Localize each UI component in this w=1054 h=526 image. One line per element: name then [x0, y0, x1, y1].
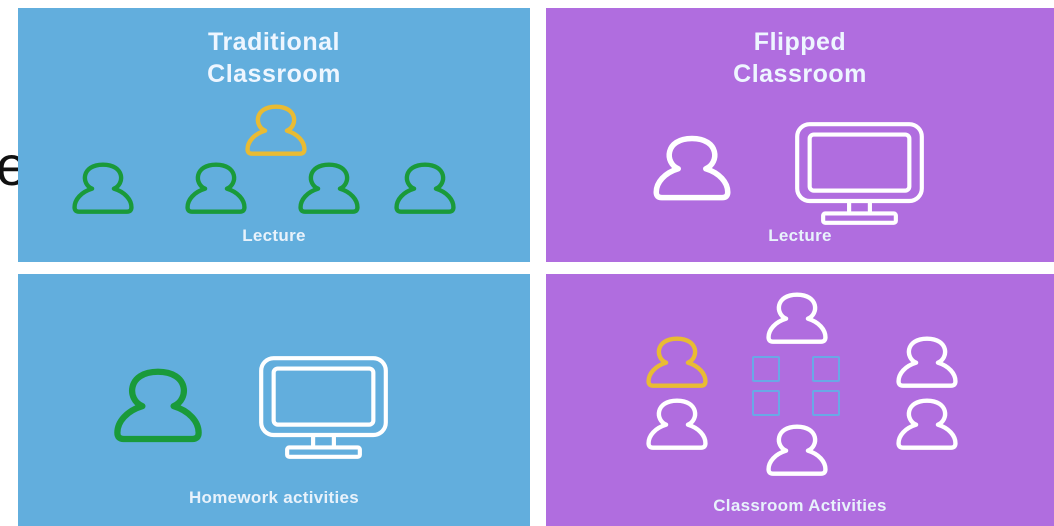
desk-tile [752, 356, 780, 382]
desk-tile [812, 390, 840, 416]
student-person-icon [108, 362, 208, 444]
homework-activities-label: Homework activities [188, 488, 360, 507]
teacher-person-icon [241, 100, 311, 157]
flipped-lecture-label: Lecture [768, 226, 832, 245]
student-person-icon [68, 158, 138, 215]
student-person-icon [648, 130, 736, 202]
flipped-activities-panel: Classroom Activities [546, 274, 1054, 526]
student-person-icon [762, 288, 832, 345]
traditional-classroom-title: Traditional Classroom [18, 26, 530, 90]
student-person-icon [642, 394, 712, 451]
student-person-icon [892, 394, 962, 451]
student-person-icon [892, 332, 962, 389]
computer-monitor-icon [792, 120, 927, 228]
flipped-lecture-panel: Flipped Classroom Lecture [546, 8, 1054, 262]
student-person-icon [294, 158, 364, 215]
student-person-icon [762, 420, 832, 477]
computer-monitor-icon [256, 354, 391, 462]
title-line-1: Traditional [208, 28, 340, 56]
title-line-2: Classroom [733, 60, 867, 88]
desk-tile [752, 390, 780, 416]
traditional-lecture-panel: Traditional Classroom Lecture [18, 8, 530, 262]
title-line-1: Flipped [753, 28, 847, 56]
desk-tile [812, 356, 840, 382]
student-person-icon [390, 158, 460, 215]
classroom-activities-label: Classroom Activities [713, 496, 887, 515]
traditional-homework-panel: Homework activities [18, 274, 530, 526]
traditional-lecture-label: Lecture [242, 226, 306, 245]
student-person-icon [181, 158, 251, 215]
flipped-classroom-title: Flipped Classroom [546, 26, 1054, 90]
title-line-2: Classroom [207, 60, 341, 88]
teacher-person-icon [642, 332, 712, 389]
